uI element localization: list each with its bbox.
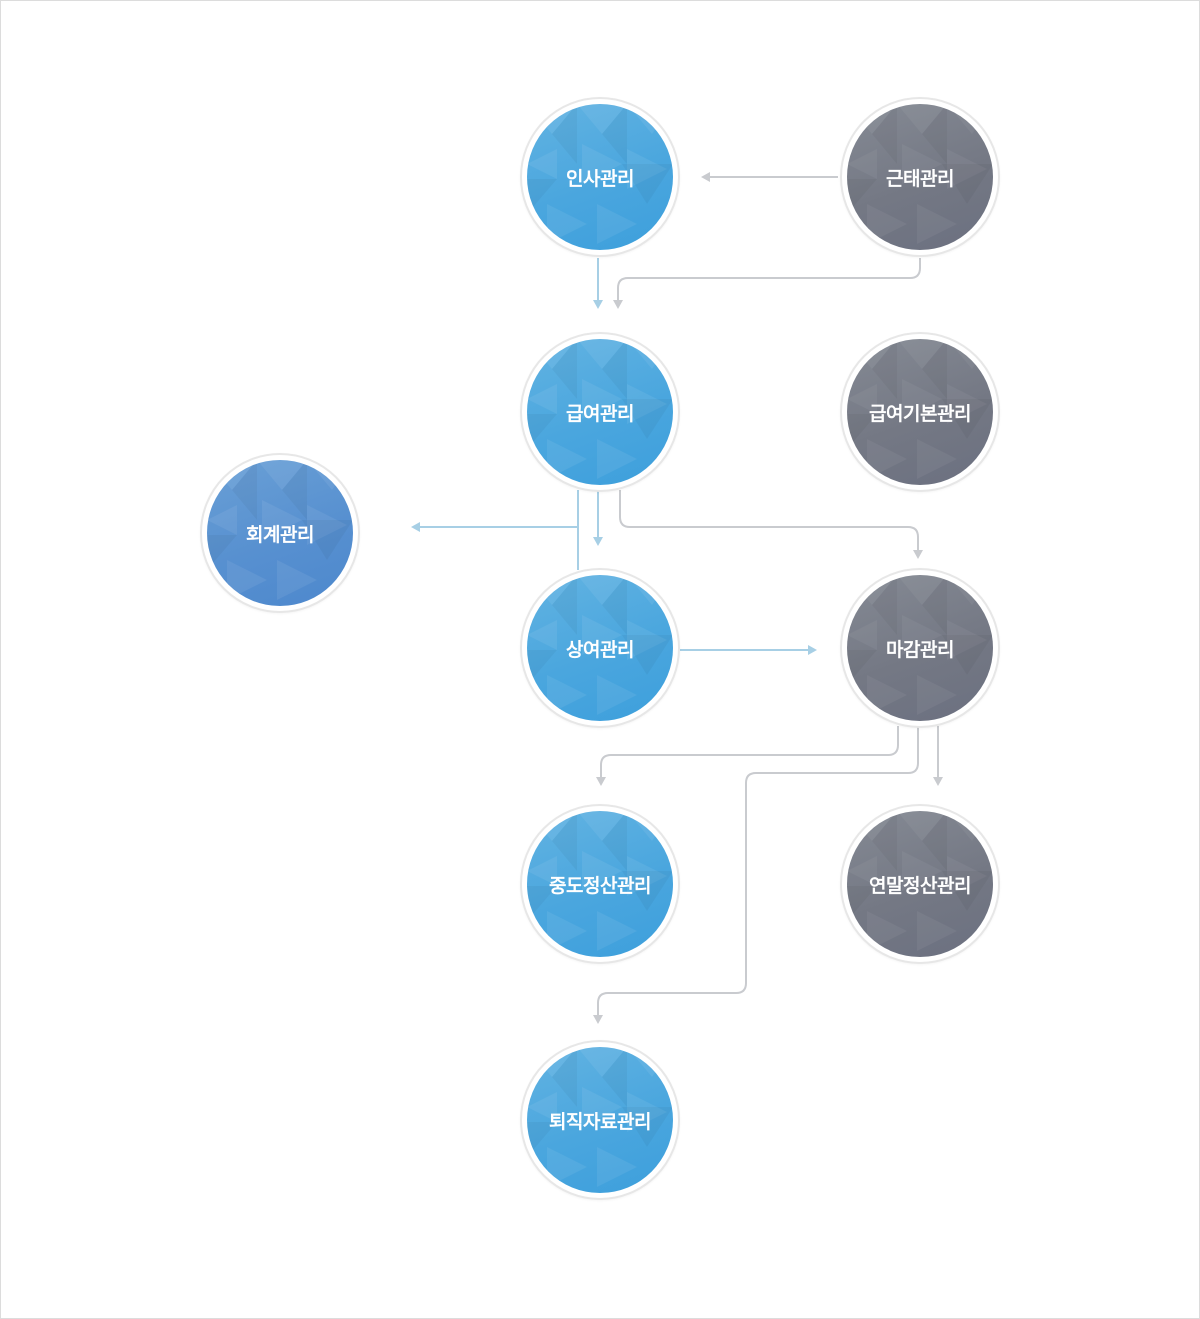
arrowhead-jungdo	[596, 777, 606, 786]
node-insa[interactable]: 인사관리	[520, 97, 680, 257]
node-toejik[interactable]: 퇴직자료관리	[520, 1040, 680, 1200]
triangle-pattern	[847, 575, 993, 715]
node-jungdo[interactable]: 중도정산관리	[520, 804, 680, 964]
triangle-pattern	[527, 1047, 673, 1187]
triangle-pattern	[527, 339, 673, 479]
node-label: 급여기본관리	[869, 402, 971, 425]
connector-geupyeo-to-hoegye	[420, 490, 579, 570]
node-hoegye[interactable]: 회계관리	[200, 453, 360, 613]
node-disc: 연말정산관리	[847, 811, 993, 957]
node-magam[interactable]: 마감관리	[840, 568, 1000, 728]
triangle-pattern	[847, 811, 993, 951]
triangle-pattern	[847, 104, 993, 244]
triangle-pattern	[207, 460, 353, 600]
node-label: 퇴직자료관리	[549, 1110, 651, 1133]
node-disc: 상여관리	[527, 575, 673, 721]
triangle-pattern	[847, 339, 993, 479]
triangle-pattern	[527, 811, 673, 951]
node-label: 상여관리	[566, 638, 634, 661]
node-label: 회계관리	[246, 523, 314, 546]
arrowhead-insa	[701, 172, 710, 182]
node-disc: 퇴직자료관리	[527, 1047, 673, 1193]
node-label: 중도정산관리	[549, 874, 651, 897]
arrowhead-magam-left	[808, 645, 817, 655]
node-sangyeo[interactable]: 상여관리	[520, 568, 680, 728]
node-geuntae[interactable]: 근태관리	[840, 97, 1000, 257]
connector-magam-to-toejik	[597, 726, 919, 1015]
node-disc: 인사관리	[527, 104, 673, 250]
node-yeonmal[interactable]: 연말정산관리	[840, 804, 1000, 964]
arrowhead-magam-top	[913, 550, 923, 559]
connector-magam-to-jungdo	[600, 726, 899, 777]
node-geupyeo[interactable]: 급여관리	[520, 332, 680, 492]
node-label: 급여관리	[566, 402, 634, 425]
node-label: 연말정산관리	[869, 874, 971, 897]
node-disc: 회계관리	[207, 460, 353, 606]
connector-geuntae-to-geupyeo	[617, 258, 921, 300]
node-geupyeo-gibon[interactable]: 급여기본관리	[840, 332, 1000, 492]
arrowhead-yeonmal	[933, 777, 943, 786]
node-disc: 근태관리	[847, 104, 993, 250]
triangle-pattern	[527, 575, 673, 715]
node-label: 마감관리	[886, 638, 954, 661]
arrowhead-hoegye	[411, 522, 420, 532]
node-label: 인사관리	[566, 167, 634, 190]
connector-geupyeo-to-magam	[619, 490, 919, 550]
arrowhead-geupyeo-b	[613, 300, 623, 309]
node-label: 근태관리	[886, 167, 954, 190]
arrowhead-sangyeo	[593, 537, 603, 546]
arrowhead-toejik	[593, 1015, 603, 1024]
triangle-pattern	[527, 104, 673, 244]
node-disc: 급여기본관리	[847, 339, 993, 485]
node-disc: 마감관리	[847, 575, 993, 721]
node-disc: 중도정산관리	[527, 811, 673, 957]
node-disc: 급여관리	[527, 339, 673, 485]
arrowhead-geupyeo-a	[593, 300, 603, 309]
